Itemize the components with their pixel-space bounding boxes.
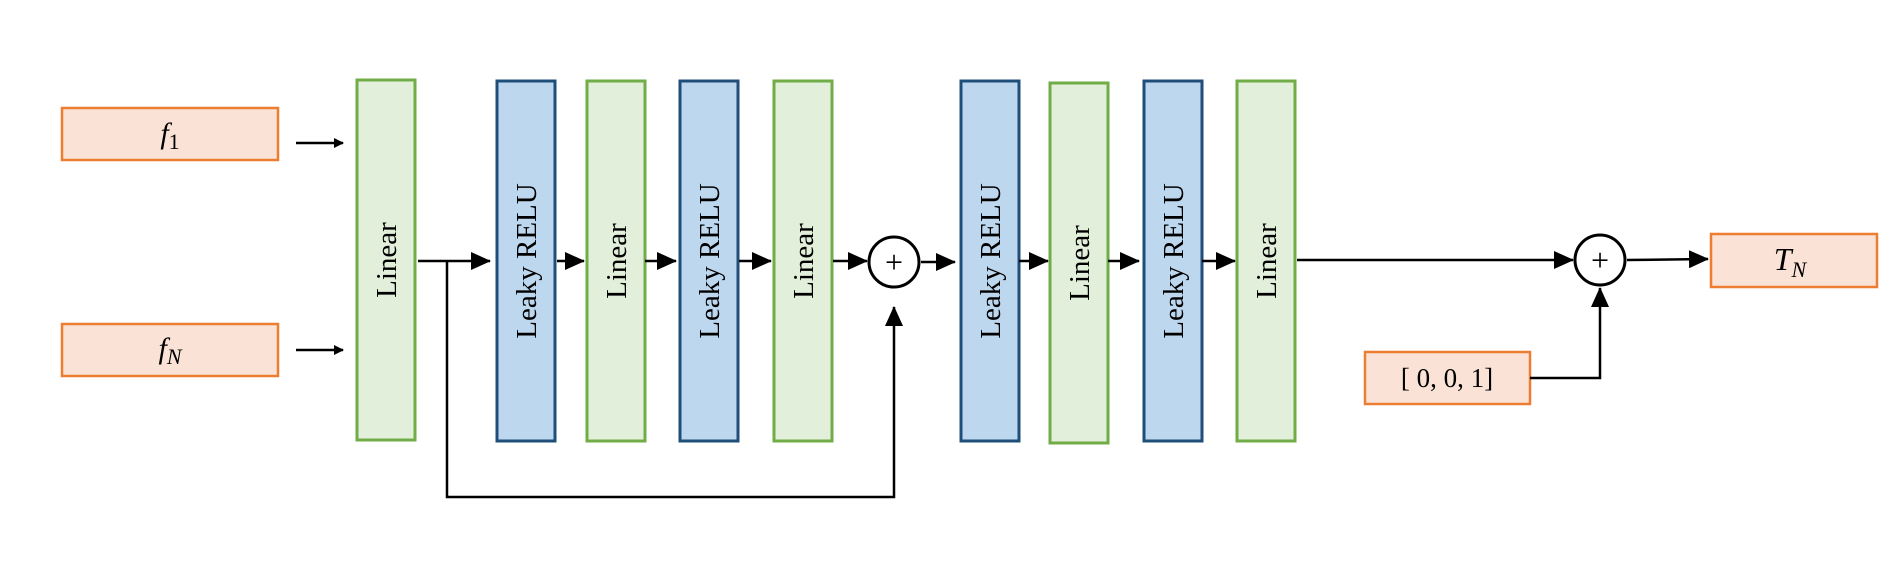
layer-2-label: Linear [601, 223, 633, 299]
input-f1: f1 [60, 106, 280, 162]
output-TN-subscript: N [1791, 257, 1808, 282]
layer-3-label: Leaky RELU [694, 183, 726, 338]
arrow-skip-linear-0-to-add-1 [445, 261, 903, 499]
output-TN: TN [1709, 232, 1879, 289]
layer-stack: Linear Leaky RELU Linear Leaky RELU Linear Le… [355, 78, 1297, 445]
add-operator-1: + [867, 235, 921, 289]
input-fN-subscript: N [166, 344, 183, 369]
layer-3-relu: Leaky RELU [678, 79, 740, 443]
layer-7-relu: Leaky RELU [1142, 79, 1204, 443]
input-vector-label: [ 0, 0, 1] [1401, 363, 1493, 393]
layer-0-label: Linear [371, 222, 403, 298]
layer-4-label: Linear [788, 223, 820, 299]
add-operator-1-symbol: + [885, 244, 903, 280]
layer-1-relu: Leaky RELU [495, 79, 557, 443]
layer-5-box [959, 79, 1021, 443]
layer-5-label: Leaky RELU [975, 183, 1007, 338]
layer-8-linear: Linear [1235, 79, 1297, 443]
layer-8-label: Linear [1251, 223, 1283, 299]
layer-0-linear: Linear [355, 78, 417, 442]
svg-text:TN: TN [1774, 241, 1808, 282]
layer-8-box [1235, 79, 1297, 443]
add-operator-2: + [1573, 233, 1627, 287]
input-fN: fN [60, 322, 280, 378]
add-operator-2-symbol: + [1591, 242, 1609, 278]
layer-3-box [678, 79, 740, 443]
layer-5-relu: Leaky RELU [959, 79, 1021, 443]
layer-6-linear: Linear [1048, 81, 1110, 445]
arrow-vector-to-add-2 [1530, 287, 1609, 380]
layer-1-label: Leaky RELU [511, 183, 543, 338]
layer-1-box [495, 79, 557, 443]
layer-4-box [772, 79, 834, 443]
layer-2-linear: Linear [585, 79, 647, 443]
layer-7-label: Leaky RELU [1158, 183, 1190, 338]
output-TN-symbol: T [1774, 241, 1794, 277]
arrow-add-2-to-output [1626, 250, 1709, 269]
layer-0-box [355, 78, 417, 442]
input-f1-subscript: 1 [169, 129, 180, 154]
layer-6-label: Linear [1064, 225, 1096, 301]
layer-7-box [1142, 79, 1204, 443]
layer-6-box [1048, 81, 1110, 445]
connections [296, 138, 1709, 499]
layer-4-linear: Linear [772, 79, 834, 443]
input-vector: [ 0, 0, 1] [1363, 350, 1532, 406]
